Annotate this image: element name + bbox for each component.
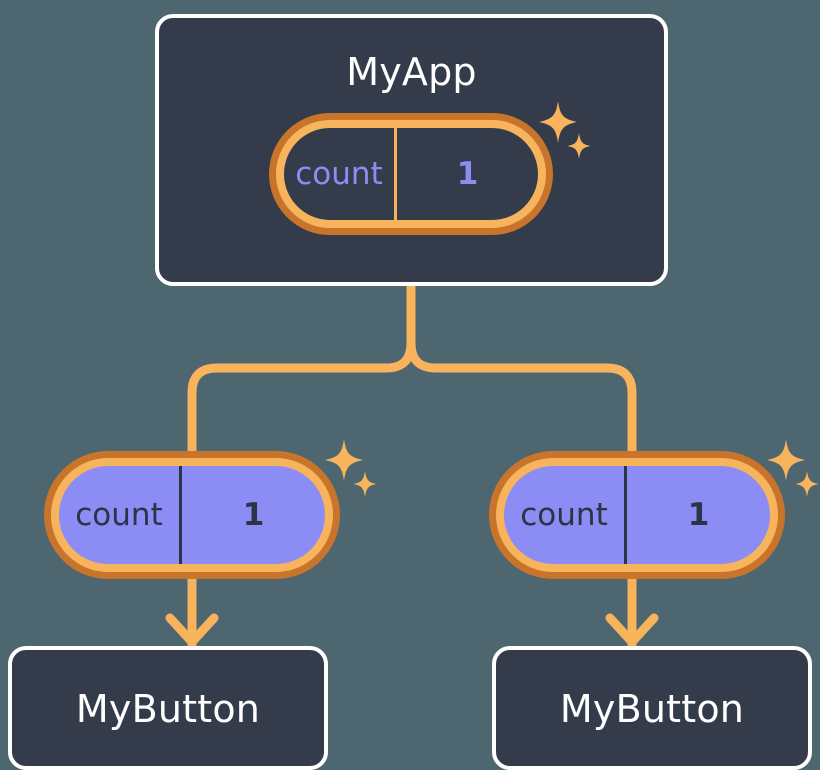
- component-title-myapp: MyApp: [346, 50, 477, 94]
- state-pill-right-inner: count 1: [496, 458, 778, 572]
- edge-root-to-branches: [187, 281, 416, 461]
- state-value-left: 1: [179, 466, 325, 564]
- edge-right-state-to-button-arrowhead: [605, 613, 659, 647]
- state-key-right: count: [520, 497, 608, 533]
- state-key-left: count: [75, 497, 163, 533]
- component-title-mybutton-left: MyButton: [75, 687, 261, 731]
- component-title-mybutton-right: MyButton: [559, 687, 745, 731]
- state-pill-left[interactable]: count 1: [44, 451, 340, 579]
- state-pill-myapp[interactable]: count 1: [269, 113, 553, 235]
- state-pill-myapp-inner: count 1: [276, 120, 546, 228]
- edge-root-to-right-branch: [406, 338, 637, 461]
- component-box-mybutton-right[interactable]: MyButton: [492, 646, 812, 770]
- state-key-myapp: count: [295, 156, 383, 192]
- edge-left-state-to-button-arrowhead: [165, 613, 219, 647]
- state-pill-left-inner: count 1: [51, 458, 333, 572]
- state-value-right: 1: [624, 466, 770, 564]
- state-value-myapp: 1: [394, 128, 538, 220]
- state-pill-right[interactable]: count 1: [489, 451, 785, 579]
- component-box-mybutton-left[interactable]: MyButton: [8, 646, 328, 770]
